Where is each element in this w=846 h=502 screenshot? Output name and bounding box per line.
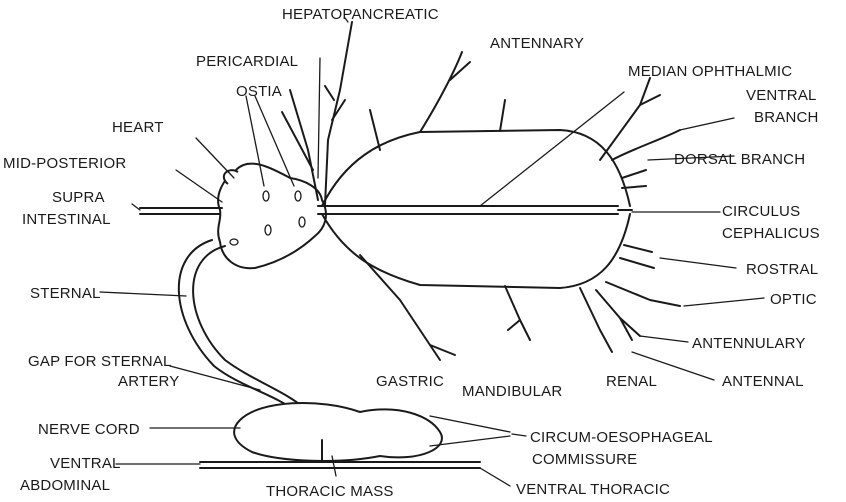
label-sternal: STERNAL [30,285,101,302]
label-circum-2: COMMISSURE [532,451,637,468]
mandibular-branch [508,320,520,330]
optic-artery [606,282,680,306]
mandibular-artery [505,286,530,340]
label-mid-posterior: MID-POSTERIOR [3,155,126,172]
ventral-abdominal-artery [200,462,480,468]
label-supra-intestinal-2: INTESTINAL [22,211,111,228]
label-gap-1: GAP FOR STERNAL [28,353,172,370]
heart-shape [218,164,326,269]
anterior-trunk [318,206,618,214]
label-gastric: GASTRIC [376,373,444,390]
label-optic: OPTIC [770,291,817,308]
antennary-loop-upper [322,130,630,206]
label-antennal: ANTENNAL [722,373,804,390]
label-rostral: ROSTRAL [746,261,818,278]
label-thoracic-mass: THORACIC MASS [266,483,394,500]
label-antennary: ANTENNARY [490,35,584,52]
hepatopancreatic-artery [325,22,352,205]
antennary-artery [420,52,462,132]
dorsal-branch-artery [622,170,646,188]
label-ostia: OSTIA [236,83,282,100]
label-gap-2: ARTERY [118,373,180,390]
ventral-branch-artery [612,130,680,160]
pericardial-branch [282,112,313,170]
label-heart: HEART [112,119,164,136]
antennary-loop-lower [322,214,630,288]
antennal-artery [580,288,612,352]
label-ventral-abdominal-2: ABDOMINAL [20,477,110,494]
top-branch [500,100,505,131]
label-ventral-branch-1: VENTRAL [746,87,817,104]
label-antennulary: ANTENNULARY [692,335,806,352]
label-ventral-thoracic: VENTRAL THORACIC [516,481,670,498]
right-branch [620,245,654,268]
gastric-artery [360,255,440,360]
label-circum-1: CIRCUM-OESOPHAGEAL [530,429,713,446]
label-nerve-cord: NERVE CORD [38,421,140,438]
label-ventral-abdominal-1: VENTRAL [50,455,121,472]
label-ventral-branch-2: BRANCH [754,109,819,126]
label-renal: RENAL [606,373,657,390]
label-dorsal-branch: DORSAL BRANCH [674,151,805,168]
supra-intestinal-artery [140,208,222,214]
nerve-cord-mass [234,403,442,461]
label-supra-intestinal-1: SUPRA [52,189,105,206]
hepatopancreatic-branch [325,86,345,120]
label-circulus-2: CEPHALICUS [722,225,820,242]
label-circulus-1: CIRCULUS [722,203,800,220]
top-branch [370,110,380,150]
antennal-branch [620,318,632,340]
label-hepatopancreatic: HEPATOPANCREATIC [282,6,439,23]
label-median-ophthalmic: MEDIAN OPHTHALMIC [628,63,792,80]
label-pericardial: PERICARDIAL [196,53,298,70]
antennulary-artery [596,290,640,336]
label-mandibular: MANDIBULAR [462,383,562,400]
ophthalmic-branch [600,78,650,160]
